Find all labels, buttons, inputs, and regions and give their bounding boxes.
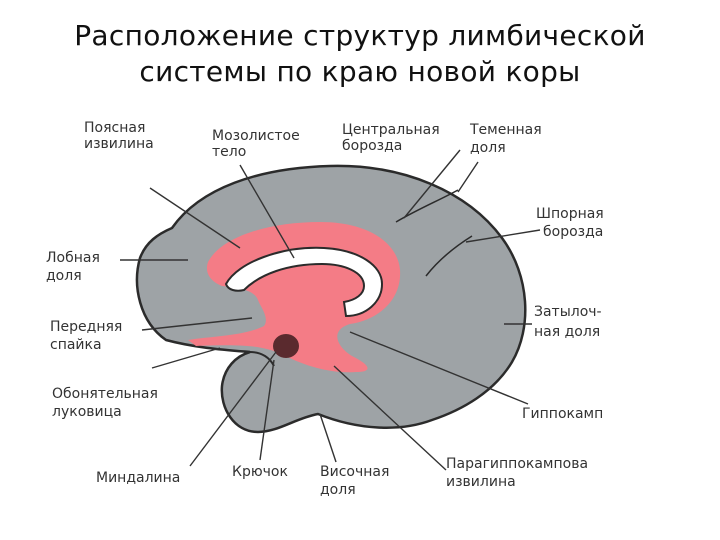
leader-temennaya [457, 161, 479, 193]
leader-kryuchok [259, 359, 275, 461]
label-centralnaya-borozda: Центральная борозда [342, 122, 444, 154]
label-lobnaya-dolya: Лобная доля [46, 250, 104, 284]
label-perednyaya-spayka: Передняя спайка [50, 319, 127, 353]
leader-centralnaya [403, 149, 461, 219]
leader-mozolistoe [239, 164, 295, 259]
leader-obonyatelnaya [151, 347, 221, 369]
label-kryuchok: Крючок [232, 464, 288, 480]
amygdala [273, 334, 299, 358]
label-temennaya-dolya: Теменная доля [469, 122, 546, 156]
label-paragippokampova-izvilina: Парагиппокампова извилина [446, 456, 593, 490]
title-line-1: Расположение структур лимбической [74, 19, 646, 52]
page-title: Расположение структур лимбической систем… [0, 18, 720, 90]
leader-visochnaya [319, 413, 337, 463]
leader-mindalina [189, 351, 277, 467]
label-obonyatelnaya-lukovica: Обонятельная луковица [52, 386, 162, 420]
calcarine-sulcus [425, 235, 473, 277]
leader-lines [120, 149, 541, 471]
label-mindalina: Миндалина [96, 470, 180, 486]
label-visochnaya-dolya: Височная доля [320, 464, 394, 498]
label-poyasnaya-izvilina: Поясная извилина [84, 120, 154, 152]
leader-paragippokampova [333, 365, 447, 471]
corpus-callosum [224, 246, 384, 318]
label-shpornaya-borozda: Шпорная борозда [536, 206, 608, 240]
title-line-2: системы по краю новой коры [139, 55, 581, 88]
leader-gippokamp [349, 331, 529, 405]
leader-perednyaya [141, 317, 253, 331]
central-sulcus [395, 189, 459, 223]
leader-poyasnaya [149, 187, 241, 249]
label-gippokamp: Гиппокамп [522, 406, 603, 422]
label-zatylochnaya-dolya: Затылоч- ная доля [534, 304, 606, 340]
label-mozolistoe-telo: Мозолистое тело [212, 128, 304, 160]
leader-shpornaya [465, 229, 541, 243]
